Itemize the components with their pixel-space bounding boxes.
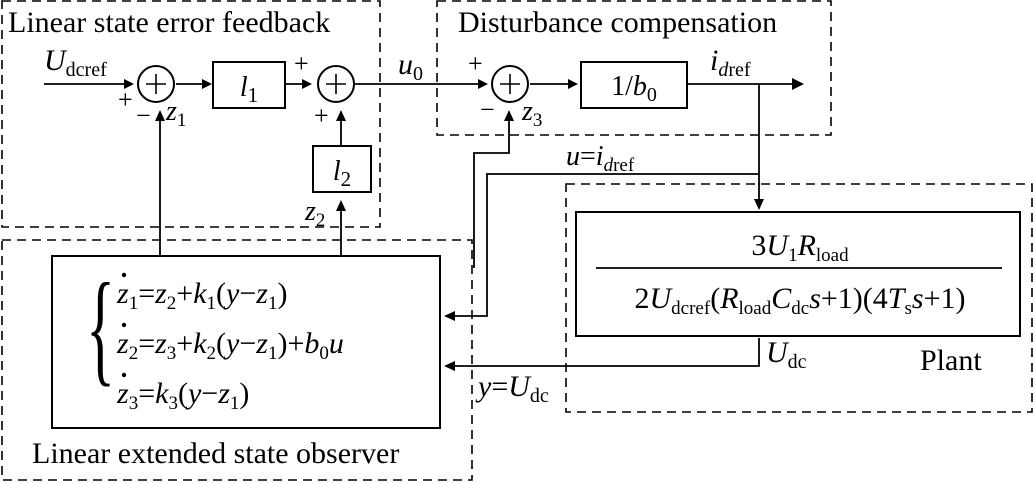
sum-junction-2 (317, 65, 355, 103)
signal-u-equals-idref: u=idref (566, 141, 635, 176)
arrow-y-to-observer (444, 361, 455, 371)
observer-eq-2: z2=z3+k2(y−z1)+b0u (116, 327, 344, 364)
observer-block (51, 255, 441, 429)
plant-region-title: Plant (920, 344, 982, 377)
lsef-region-title: Linear state error feedback (8, 6, 330, 39)
inverse-b0-block (580, 61, 688, 109)
arrow-z1-up (155, 110, 165, 121)
arrow-to-plant (754, 199, 764, 210)
signal-udc: Udc (766, 336, 807, 373)
signal-u0: u0 (398, 48, 423, 85)
signal-y-equals-udc: y=Udc (475, 370, 549, 407)
arrow-z3-up (504, 110, 514, 121)
arrow-l2-up (336, 110, 346, 121)
l2-block (312, 145, 372, 193)
arrow-to-sum3 (478, 79, 488, 89)
sign-sum1-minus-bottom: − (136, 101, 151, 130)
observer-dots (121, 272, 127, 378)
arrow-idref-out (792, 78, 804, 90)
disturbance-region-title: Disturbance compensation (458, 6, 777, 39)
plant-region-frame (565, 183, 1033, 413)
signal-z3: z3 (521, 96, 542, 131)
arrow-to-sum2 (302, 79, 312, 89)
l2-block-label: l2 (333, 156, 351, 191)
sum-junction-1 (137, 65, 175, 103)
sign-sum3-minus-bottom: − (480, 95, 495, 124)
arrow-u-to-observer (444, 311, 455, 321)
arrowheads (124, 78, 804, 371)
sign-sum3-plus-left: + (468, 49, 483, 78)
arrow-to-gain (568, 79, 578, 89)
observer-eq-3: z3=k3(y−z1) (116, 377, 249, 414)
sign-sum2-plus-bottom: + (314, 101, 329, 130)
arrow-z2-up (336, 200, 346, 211)
sign-sum2-plus-left: + (294, 49, 309, 78)
leso-region-title: Linear extended state observer (32, 437, 399, 470)
signal-z2: z2 (304, 196, 325, 231)
observer-brace: { (86, 259, 115, 398)
sum-junction-3 (491, 65, 529, 103)
leso-region-frame (1, 239, 473, 481)
lsef-region-frame (1, 0, 381, 228)
signal-z1: z1 (165, 96, 186, 131)
arrow-to-l1 (202, 79, 212, 89)
observer-eq-1: z1=z2+k1(y−z1) (116, 277, 287, 314)
signal-udcref: Udcref (44, 44, 107, 81)
plant-denominator: 2Udcref(RloadCdcs+1)(4Tss+1) (634, 282, 965, 319)
l1-block-label: l1 (240, 72, 258, 107)
l1-block (212, 61, 286, 109)
signal-idref: idref (710, 44, 751, 81)
sign-sum1-plus-left: + (118, 85, 133, 114)
disturbance-region-frame (436, 0, 832, 136)
arrow-to-sum1 (124, 79, 134, 89)
plant-numerator: 3U1Rload (751, 229, 849, 266)
inverse-b0-block-label: 1/b0 (611, 71, 657, 106)
plant-block (575, 211, 1021, 337)
